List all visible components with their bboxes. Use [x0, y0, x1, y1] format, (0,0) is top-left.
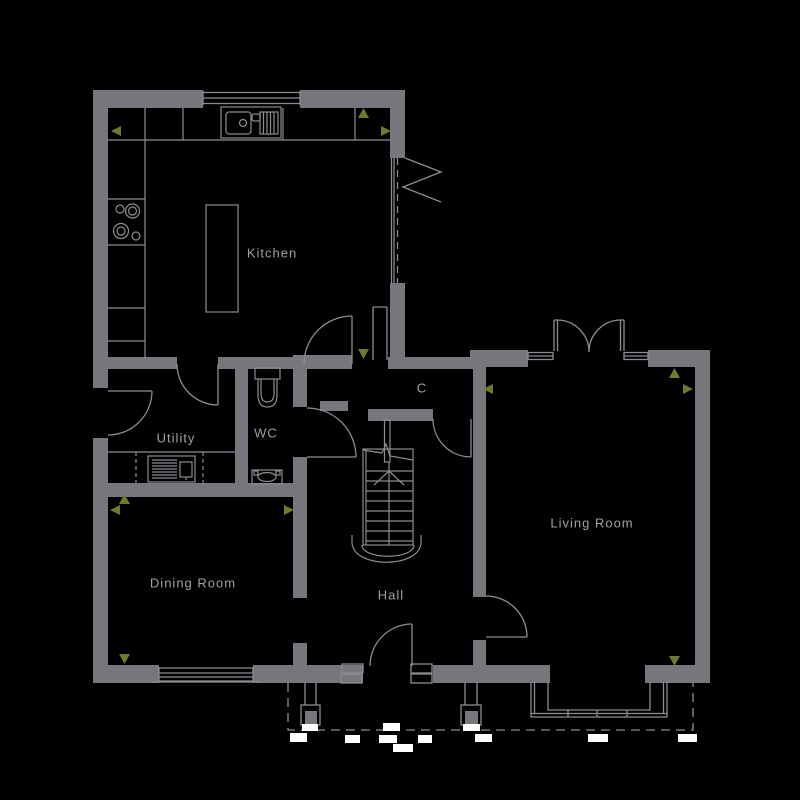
- wall: [293, 457, 307, 598]
- wall: [695, 350, 710, 683]
- living-sidelight-left: [527, 351, 554, 361]
- living-sidelight-right: [623, 351, 649, 361]
- wall: [300, 90, 405, 108]
- bay-window: [530, 682, 668, 718]
- wall: [293, 355, 307, 407]
- stair-curtail-inner: [361, 544, 415, 557]
- dimension-marker-left-icon: [483, 384, 493, 394]
- kitchen-counter-top: [108, 108, 390, 141]
- kitchen-window: [202, 91, 301, 105]
- dimension-marker-down-icon: [119, 654, 130, 664]
- kitchen-hall-door: [303, 315, 353, 365]
- hall-living-door: [485, 595, 528, 638]
- wc-door: [306, 407, 357, 458]
- stair-upper-flight: [383, 419, 391, 463]
- dining-window: [152, 667, 260, 683]
- wall: [253, 665, 363, 683]
- room-label-dining-room: Dining Room: [149, 575, 237, 591]
- porch: [287, 683, 694, 731]
- wall: [108, 357, 177, 369]
- blank-box: [588, 734, 608, 742]
- dimension-marker-right-icon: [683, 384, 693, 394]
- wall: [648, 350, 710, 367]
- wall: [93, 483, 307, 497]
- wall: [390, 90, 405, 158]
- kitchen-utility-door: [176, 363, 219, 406]
- kitchen-hob: [112, 203, 141, 241]
- wall: [93, 438, 108, 683]
- wall: [93, 665, 159, 683]
- blank-box: [302, 724, 318, 731]
- dimension-marker-left-icon: [111, 126, 121, 136]
- blank-box: [345, 735, 360, 743]
- dimension-marker-right-icon: [284, 505, 294, 515]
- blank-box: [379, 735, 397, 743]
- kitchen-island: [205, 204, 239, 313]
- wall-stub: [320, 401, 348, 411]
- basin: [251, 469, 283, 485]
- stairs: [351, 419, 422, 563]
- blank-box: [383, 723, 400, 731]
- blank-box: [678, 734, 697, 742]
- dimension-marker-right-icon: [381, 126, 391, 136]
- wall: [368, 409, 433, 421]
- washing-machine: [147, 455, 196, 483]
- stair-up-arrow: [373, 470, 405, 486]
- blank-box: [393, 744, 413, 752]
- stair-curtail-outer: [351, 541, 422, 563]
- wall: [470, 350, 528, 367]
- wall: [293, 643, 307, 683]
- wc-fixtures: [251, 367, 283, 485]
- dimension-marker-left-icon: [110, 505, 120, 515]
- cupboard-door: [432, 418, 472, 458]
- french-doors: [553, 319, 625, 353]
- blank-label-boxes: [290, 723, 697, 752]
- wall: [388, 357, 480, 369]
- wall: [93, 90, 203, 108]
- kitchen-door-sidelight: [372, 306, 388, 360]
- kitchen-sink: [220, 106, 282, 139]
- kitchen-counter-left: [108, 140, 146, 358]
- bifold-door: [390, 157, 443, 283]
- room-label-living-room: Living Room: [550, 515, 634, 531]
- room-label-kitchen: Kitchen: [246, 245, 298, 261]
- utility-fixtures: [108, 451, 235, 483]
- kitchen-fixtures: [108, 106, 390, 358]
- dimension-marker-up-icon: [119, 494, 130, 504]
- room-label-utility: Utility: [156, 430, 196, 446]
- blank-box: [475, 734, 492, 742]
- wall: [390, 283, 405, 360]
- front-door: [340, 623, 433, 684]
- wall: [235, 365, 248, 493]
- doors: [107, 157, 625, 684]
- wall: [645, 665, 710, 683]
- wall: [473, 640, 486, 665]
- dimension-marker-up-icon: [358, 108, 369, 118]
- room-label-cupboard: C: [416, 380, 428, 396]
- blank-box: [463, 724, 480, 731]
- blank-box: [290, 733, 307, 742]
- windows: [152, 91, 649, 683]
- utility-external-door: [107, 390, 153, 436]
- dimension-marker-down-icon: [358, 349, 369, 359]
- dimension-markers: [110, 108, 693, 666]
- dimension-marker-up-icon: [669, 368, 680, 378]
- wall: [300, 355, 352, 369]
- toilet: [254, 367, 281, 408]
- room-label-hall: Hall: [377, 587, 405, 603]
- wall: [473, 367, 486, 597]
- wall: [93, 90, 108, 388]
- stair-break-line: [362, 442, 414, 461]
- blank-box: [418, 735, 432, 743]
- room-label-wc: WC: [254, 425, 278, 441]
- wall: [433, 665, 550, 683]
- walls: [93, 90, 710, 683]
- porch-dashed-outline: [287, 683, 694, 731]
- dimension-marker-down-icon: [669, 656, 680, 666]
